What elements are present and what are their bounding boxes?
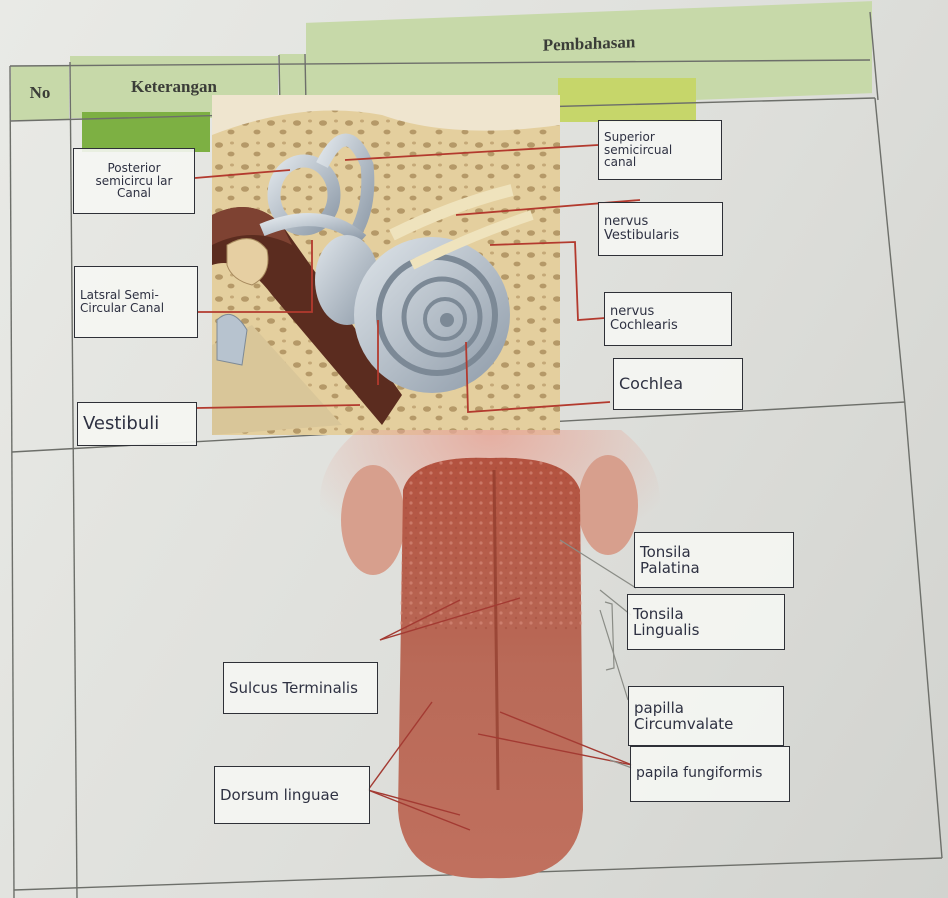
label-vestibuli: Vestibuli: [77, 402, 197, 446]
label-cochlea: Cochlea: [613, 358, 743, 410]
label-superior-semicircular-canal: Superior semicircual canal: [598, 120, 722, 180]
label-papila-fungiformis: papila fungiformis: [630, 746, 790, 802]
label-tonsila-palatina: Tonsila Palatina: [634, 532, 794, 588]
label-lateral-semicircular-canal: Latsral Semi- Circular Canal: [74, 266, 198, 338]
label-sulcus-terminalis: Sulcus Terminalis: [223, 662, 378, 714]
label-nervus-vestibularis: nervus Vestibularis: [598, 202, 723, 256]
label-dorsum-linguae: Dorsum linguae: [214, 766, 370, 824]
label-papilla-circumvalate: papilla Circumvalate: [628, 686, 784, 746]
label-posterior-semicircular-canal: Posterior semicircu lar Canal: [73, 148, 195, 214]
label-nervus-cochlearis: nervus Cochlearis: [604, 292, 732, 346]
label-tonsila-lingualis: Tonsila Lingualis: [627, 594, 785, 650]
